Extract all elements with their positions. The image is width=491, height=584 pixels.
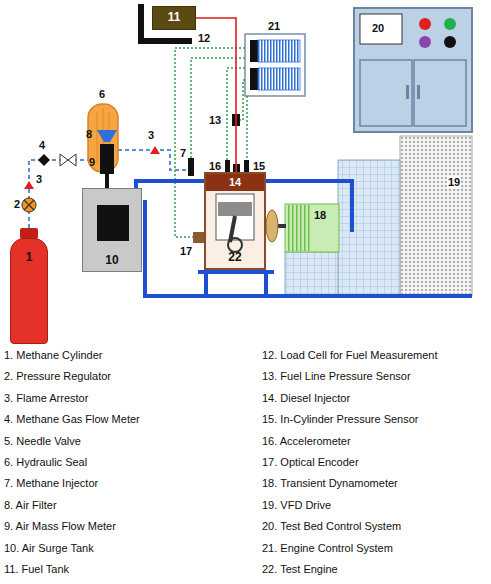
cylinder-head: 14 (206, 174, 264, 191)
dynamometer-base (285, 252, 338, 296)
key-entry: 11. Fuel Tank (4, 563, 69, 576)
callout-number: 3 (36, 173, 42, 186)
door-handle (417, 85, 420, 99)
key-entry: 2. Pressure Regulator (4, 370, 111, 383)
key-entry: 4. Methane Gas Flow Meter (4, 413, 140, 426)
control-cabinet (354, 8, 472, 132)
key-entry: 3. Flame Arrestor (4, 392, 88, 405)
callout-number: 10 (105, 254, 118, 268)
door-handle (406, 85, 409, 99)
callout-number: 14 (229, 176, 241, 189)
dynamometer-coil (286, 205, 310, 251)
callout-number: 9 (89, 156, 95, 169)
key-entry: 8. Air Filter (4, 499, 57, 512)
display-panel (360, 14, 402, 44)
indicator-light (419, 18, 431, 30)
stand-leg (206, 274, 266, 296)
indicator-light (444, 36, 456, 48)
callout-number: 18 (314, 209, 326, 222)
cabinet-door (360, 60, 412, 126)
air-mass-flow-meter (100, 144, 114, 174)
key-entry: 14. Diesel Injector (262, 392, 350, 405)
key-entry: 18. Transient Dynamometer (262, 477, 398, 490)
cabinet-door (414, 60, 466, 126)
air-intake-pipe (136, 181, 204, 188)
callout-number: 16 (209, 160, 221, 173)
vfd-drive (400, 136, 472, 296)
key-entry: 19. VFD Drive (262, 499, 331, 512)
indicator-light (444, 18, 456, 30)
key-entry: 16. Accelerometer (262, 435, 351, 448)
optical-encoder (193, 232, 204, 243)
callout-number: 15 (253, 160, 265, 173)
callout-number: 8 (86, 128, 92, 141)
key-entry: 22. Test Engine (262, 563, 338, 576)
gas-line (29, 160, 88, 228)
ecu-unit (250, 40, 258, 62)
callout-number: 11 (168, 11, 181, 25)
methane-cylinder: 1 (10, 238, 48, 344)
intake-neck (105, 174, 109, 188)
key-entry: 1. Methane Cylinder (4, 349, 102, 362)
key-entry: 9. Air Mass Flow Meter (4, 520, 116, 533)
callout-number: 19 (447, 176, 461, 189)
test-bed-frame (145, 200, 472, 296)
needle-valve (60, 154, 68, 166)
crank (228, 238, 242, 252)
callout-number: 1 (26, 251, 33, 265)
signal-wire (240, 80, 245, 120)
callout-number: 12 (198, 32, 210, 45)
regulator-cross (24, 200, 34, 210)
fuel-line (196, 18, 236, 174)
air-surge-tank: 10 (82, 188, 142, 272)
needle-valve (68, 154, 76, 166)
callout-number: 4 (39, 139, 45, 152)
accelerometer (225, 160, 230, 172)
flame-arrestor (150, 146, 160, 154)
piston (218, 202, 252, 216)
tank-chamber (97, 205, 129, 241)
air-filter (97, 130, 117, 142)
engine-stand (198, 270, 274, 274)
fuel-tank: 11 (152, 6, 196, 30)
callout-number: 3 (148, 129, 154, 142)
callout-number: 13 (209, 114, 221, 127)
key-entry: 7. Methane Injector (4, 477, 98, 490)
callout-number: 7 (180, 147, 186, 160)
indicator-light (419, 36, 431, 48)
callout-number: 21 (268, 20, 280, 33)
pressure-sensor (244, 160, 249, 172)
methane-injector (188, 158, 194, 176)
callout-number: 22 (228, 251, 241, 265)
callout-number: 6 (99, 88, 105, 101)
flywheel (266, 210, 278, 242)
ecu-box (245, 34, 305, 96)
key-entry: 12. Load Cell for Fuel Measurement (262, 349, 437, 362)
ecu-unit (250, 68, 258, 90)
test-engine: 22 14 (204, 172, 266, 270)
callout-number: 2 (14, 198, 20, 211)
key-entry: 20. Test Bed Control System (262, 520, 401, 533)
callout-number: 17 (180, 245, 192, 258)
key-entry: 17. Optical Encoder (262, 456, 359, 469)
transient-dynamometer (285, 204, 339, 252)
flame-arrestor (24, 181, 34, 189)
key-entry: 13. Fuel Line Pressure Sensor (262, 370, 411, 383)
key-entry: 21. Engine Control System (262, 542, 393, 555)
gas-flow-meter (38, 154, 50, 166)
key-entry: 6. Hydraulic Seal (4, 456, 87, 469)
key-entry: 15. In-Cylinder Pressure Sensor (262, 413, 419, 426)
key-entry: 5. Needle Valve (4, 435, 81, 448)
ecu-unit (258, 40, 300, 62)
key-entry: 10. Air Surge Tank (4, 542, 94, 555)
pressure-regulator (22, 198, 36, 212)
ecu-unit (258, 68, 300, 90)
signal-wire (246, 96, 248, 160)
signal-wire (191, 58, 245, 158)
callout-number: 20 (372, 22, 384, 35)
